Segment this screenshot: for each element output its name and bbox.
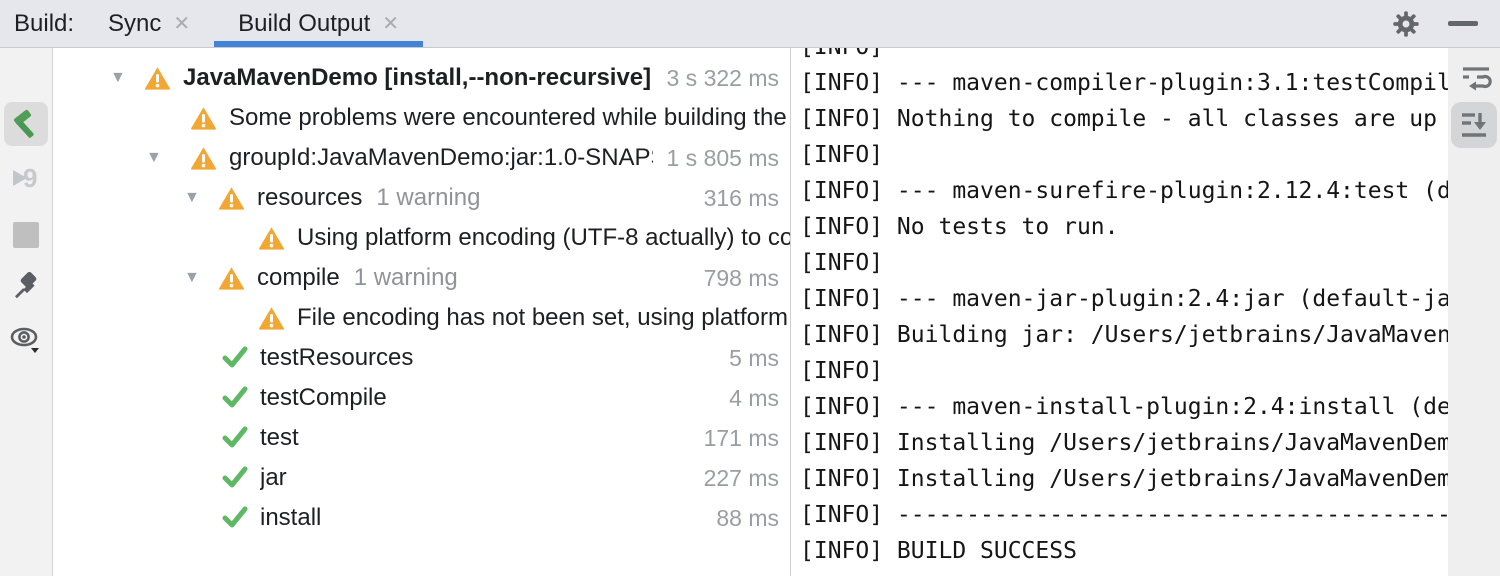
console-line: [INFO] --- maven-surefire-plugin:2.12.4:… — [800, 178, 1448, 204]
tree-row[interactable]: ▼ compile 1 warning 798 ms — [54, 258, 791, 298]
tree-row[interactable]: ▼ resources 1 warning 316 ms — [54, 178, 791, 218]
tree-row[interactable]: ▼ JavaMavenDemo [install,--non-recursive… — [54, 58, 791, 98]
tab-sync-label: Sync — [108, 9, 162, 37]
tree-row[interactable]: jar 227 ms — [54, 458, 791, 498]
tree-row-duration: 88 ms — [716, 504, 779, 531]
console-line: [INFO] ---------------------------------… — [800, 502, 1448, 528]
tree-row[interactable]: testResources 5 ms — [54, 338, 791, 378]
close-icon[interactable]: ✕ — [382, 12, 400, 35]
warning-icon — [218, 186, 245, 211]
console-line: [INFO] --- maven-jar-plugin:2.4:jar (def… — [800, 286, 1448, 312]
tab-build-output[interactable]: Build Output ✕ — [214, 0, 423, 47]
tree-row[interactable]: testCompile 4 ms — [54, 378, 791, 418]
hide-tool-window-icon[interactable] — [1448, 21, 1478, 26]
resume-build-button: 9 — [4, 156, 48, 200]
warning-icon — [190, 106, 217, 131]
tree-row-label: compile — [257, 264, 340, 291]
tree-row-duration: 5 ms — [729, 344, 779, 371]
tree-row-warning-count: 1 warning — [353, 264, 458, 291]
hammer-icon — [10, 108, 42, 140]
tree-row-duration: 798 ms — [703, 264, 779, 291]
build-tool-window-header: Build: Sync ✕ Build Output ✕ — [0, 0, 1500, 48]
tree-row-duration: 4 ms — [729, 384, 779, 411]
tree-row-duration: 171 ms — [703, 424, 779, 451]
soft-wrap-button[interactable] — [1456, 58, 1496, 98]
expand-arrow-icon[interactable]: ▼ — [184, 269, 200, 286]
expand-arrow-icon[interactable]: ▼ — [146, 149, 162, 166]
svg-text:9: 9 — [23, 163, 37, 193]
warning-icon — [258, 226, 285, 251]
warning-icon — [144, 66, 171, 91]
tree-row-duration: 1 s 805 ms — [666, 144, 780, 171]
tree-row-label: resources — [257, 184, 363, 211]
pin-icon — [11, 271, 41, 301]
tree-row[interactable]: Using platform encoding (UTF-8 actually)… — [54, 218, 791, 258]
build-toolbar: 9 — [0, 48, 53, 576]
tree-row-duration: 316 ms — [703, 184, 779, 211]
tree-row-duration: 3 s 322 ms — [666, 64, 780, 91]
tree-row-label: test — [260, 424, 299, 451]
success-icon — [222, 346, 248, 370]
console-line: [INFO] Building jar: /Users/jetbrains/Ja… — [800, 322, 1448, 348]
tab-build-output-label: Build Output — [238, 9, 371, 37]
warning-icon — [258, 306, 285, 331]
console-line: [INFO] No tests to run. — [800, 214, 1119, 240]
tree-row-label: Some problems were encountered while bui… — [229, 104, 787, 131]
console-line: [INFO] — [800, 250, 884, 276]
success-icon — [222, 506, 248, 530]
pin-tab-button[interactable] — [8, 268, 44, 304]
console-line: [INFO] — [800, 358, 884, 384]
tree-row-label: testResources — [260, 344, 414, 371]
tree-row-label: jar — [260, 464, 287, 491]
close-icon[interactable]: ✕ — [173, 12, 191, 35]
tree-row[interactable]: ▼ groupId:JavaMavenDemo:jar:1.0-SNAPSHOT… — [54, 138, 791, 178]
console-line: [INFO] --- maven-compiler-plugin:3.1:tes… — [800, 70, 1448, 96]
tab-sync[interactable]: Sync ✕ — [84, 0, 214, 47]
tree-row-label: Using platform encoding (UTF-8 actually)… — [297, 224, 791, 251]
soft-wrap-icon — [1459, 61, 1493, 95]
tree-row[interactable]: File encoding has not been set, using pl… — [54, 298, 791, 338]
tree-row[interactable]: install 88 ms — [54, 498, 791, 538]
play-nine-icon: 9 — [8, 160, 44, 196]
tree-row[interactable]: test 171 ms — [54, 418, 791, 458]
tree-row-label: JavaMavenDemo [install,--non-recursive] — [183, 64, 652, 91]
tree-row-label: File encoding has not been set, using pl… — [297, 304, 788, 331]
console-line: [INFO] Installing /Users/jetbrains/JavaM… — [800, 430, 1448, 456]
eye-dropdown-icon — [8, 322, 44, 358]
console-line: [INFO] — [800, 142, 884, 168]
scroll-to-end-button[interactable] — [1451, 102, 1497, 148]
rerun-build-button[interactable] — [4, 102, 48, 146]
success-icon — [222, 426, 248, 450]
tree-row-duration: 227 ms — [703, 464, 779, 491]
success-icon — [222, 466, 248, 490]
tree-row-label: testCompile — [260, 384, 387, 411]
console-line: [INFO] — [800, 48, 1448, 65]
warning-icon — [190, 146, 217, 171]
console-line: [INFO] --- maven-install-plugin:2.4:inst… — [800, 394, 1448, 420]
scroll-to-end-icon — [1459, 110, 1489, 140]
tree-row-label: install — [260, 504, 322, 531]
console-line: [INFO] Nothing to compile - all classes … — [800, 106, 1437, 132]
build-output-console[interactable]: [INFO] [INFO] --- maven-compiler-plugin:3… — [791, 48, 1448, 576]
gear-icon[interactable] — [1390, 8, 1422, 40]
filter-warnings-button[interactable] — [6, 320, 46, 360]
warning-icon — [218, 266, 245, 291]
stop-build-button — [13, 222, 39, 248]
tree-row[interactable]: ▼ Some problems were encountered while b… — [54, 98, 791, 138]
success-icon — [222, 386, 248, 410]
build-window-title: Build: — [14, 9, 75, 37]
expand-arrow-icon[interactable]: ▼ — [184, 189, 200, 206]
tree-row-label: groupId:JavaMavenDemo:jar:1.0-SNAPSHOT — [229, 144, 653, 171]
panel-divider[interactable] — [790, 48, 791, 576]
build-tree: ▼ JavaMavenDemo [install,--non-recursive… — [54, 48, 791, 576]
console-line: [INFO] BUILD SUCCESS — [800, 538, 1077, 564]
tree-row-warning-count: 1 warning — [376, 184, 481, 211]
console-line: [INFO] Installing /Users/jetbrains/JavaM… — [800, 466, 1448, 492]
expand-arrow-icon[interactable]: ▼ — [110, 69, 126, 86]
